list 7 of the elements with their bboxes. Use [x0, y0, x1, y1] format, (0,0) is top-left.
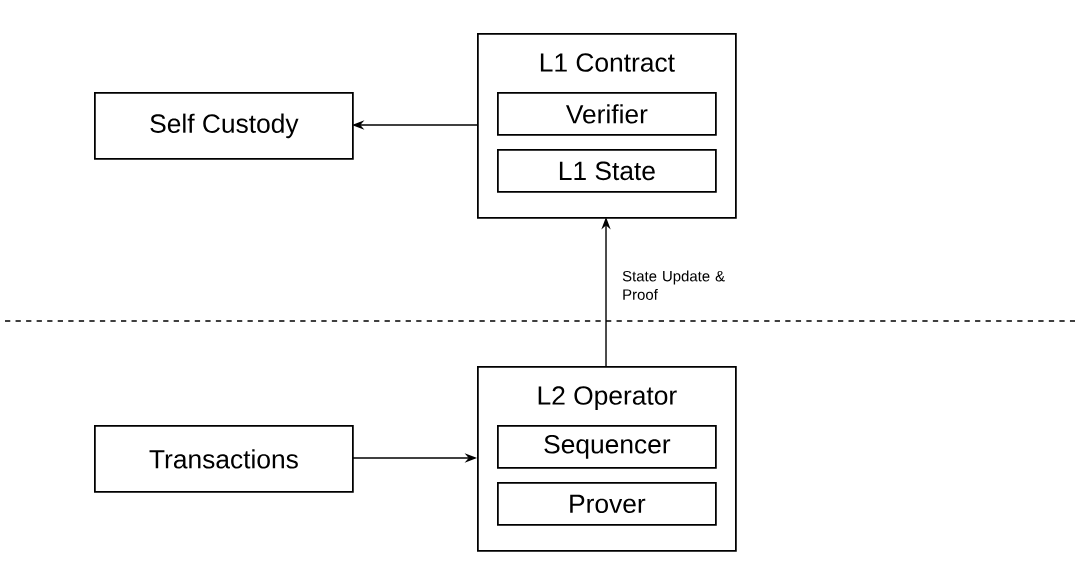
- inner-box: L1 State: [497, 149, 717, 193]
- inner-box: Verifier: [497, 92, 717, 136]
- inner-box: Sequencer: [497, 425, 717, 469]
- process-box: Self Custody: [94, 92, 354, 160]
- edge-label: State Update & Proof: [622, 270, 725, 300]
- inner-box: Prover: [497, 482, 717, 526]
- process-box: Transactions: [94, 425, 354, 493]
